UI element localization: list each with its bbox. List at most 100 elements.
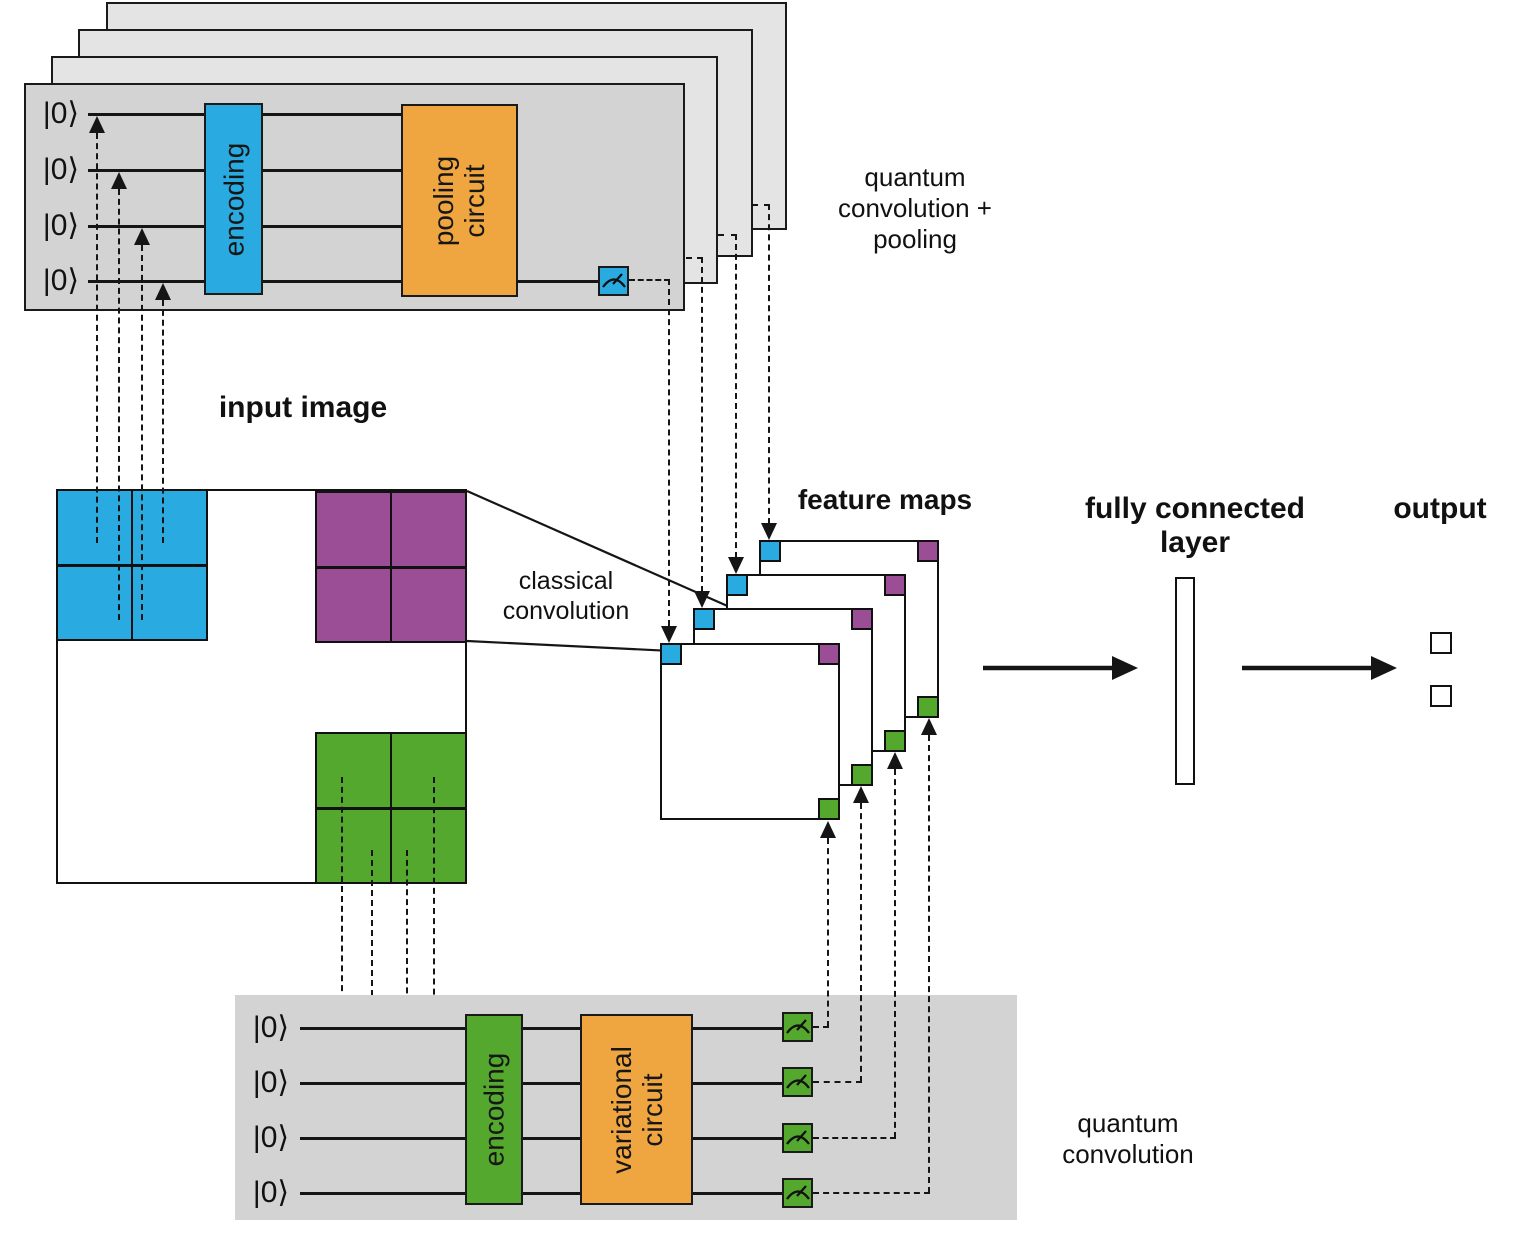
pixel-to-qubit-arrow	[118, 189, 120, 620]
feature-map-cell-purple	[818, 643, 840, 665]
pixel-to-qubit-arrow	[141, 245, 143, 620]
arrowhead-up	[820, 821, 836, 838]
pixel-to-qubit-arrow	[96, 133, 98, 543]
measurement-gauge-icon	[782, 1178, 813, 1208]
measurement-connector	[813, 1137, 896, 1139]
measurement-connector	[686, 257, 703, 259]
arrowhead-down	[728, 557, 744, 574]
top-qubit-label-2: |0⟩	[42, 153, 80, 186]
qubit-wire	[88, 225, 204, 228]
feature-map-cell-purple	[884, 574, 906, 596]
qubit-wire	[263, 225, 401, 228]
variational-circuit-gate: variational circuit	[580, 1014, 693, 1205]
feature-map-cell-green	[851, 764, 873, 786]
qubit-wire	[88, 113, 204, 116]
pixel-to-qubit-arrow	[341, 777, 343, 1011]
bottom-qubit-label-2: |0⟩	[252, 1066, 290, 1099]
variational-circuit-gate-label: variational circuit	[605, 1045, 668, 1174]
classical-convolution-caption: classical convolution	[502, 567, 630, 625]
measurement-connector	[813, 1026, 829, 1028]
qubit-wire	[263, 113, 401, 116]
input-image-title: input image	[218, 391, 388, 424]
output-node-2	[1430, 685, 1452, 707]
bottom-qubit-label-1: |0⟩	[252, 1011, 290, 1044]
patch-divider	[317, 566, 465, 569]
qubit-wire	[300, 1137, 465, 1140]
measurement-gauge-icon	[782, 1123, 813, 1153]
qubit-wire	[523, 1027, 580, 1030]
arrowhead-up	[155, 283, 171, 300]
pixel-to-qubit-arrow	[162, 300, 164, 543]
qubit-wire	[518, 280, 598, 283]
arrowhead-down	[661, 626, 677, 643]
measurement-connector	[718, 234, 737, 236]
measurement-gauge-icon	[598, 266, 629, 296]
encoding-gate-bottom: encoding	[465, 1014, 523, 1205]
bottom-qubit-label-4: |0⟩	[252, 1176, 290, 1209]
feature-map-cell-blue	[759, 540, 781, 562]
qubit-wire	[88, 280, 204, 283]
feature-map-cell-purple	[851, 608, 873, 630]
output-node-1	[1430, 632, 1452, 654]
measurement-connector	[813, 1192, 930, 1194]
pixel-to-qubit-arrow	[433, 777, 435, 1176]
input-patch-blue	[56, 489, 208, 641]
top-qubit-label-3: |0⟩	[42, 209, 80, 242]
qubit-wire	[693, 1137, 782, 1140]
qubit-wire	[523, 1192, 580, 1195]
feature-map-1	[660, 643, 840, 820]
measurement-connector	[668, 279, 670, 626]
measurement-connector	[827, 838, 829, 1027]
feature-map-cell-purple	[917, 540, 939, 562]
qubit-wire	[300, 1027, 465, 1030]
fully-connected-layer	[1175, 577, 1195, 785]
measurement-connector	[894, 769, 896, 1138]
top-circuit-panel	[24, 83, 685, 311]
arrowhead-up	[921, 718, 937, 735]
qubit-wire	[693, 1192, 782, 1195]
arrowhead-up	[111, 172, 127, 189]
measurement-connector	[860, 803, 862, 1082]
qubit-wire	[300, 1082, 465, 1085]
pooling-circuit-gate: pooling circuit	[401, 104, 518, 297]
top-qubit-label-4: |0⟩	[42, 264, 80, 297]
flow-arrow-to-fc	[983, 656, 1138, 680]
feature-map-cell-green	[884, 730, 906, 752]
measurement-connector	[701, 257, 703, 592]
feature-map-cell-green	[917, 696, 939, 718]
patch-divider	[58, 564, 206, 567]
fully-connected-title: fully connected layer	[1084, 492, 1306, 559]
output-title: output	[1393, 492, 1487, 525]
measurement-connector	[813, 1081, 862, 1083]
qubit-wire	[263, 169, 401, 172]
arrowhead-up	[134, 228, 150, 245]
bottom-qubit-label-3: |0⟩	[252, 1121, 290, 1154]
qubit-wire	[263, 280, 401, 283]
encoding-gate-bottom-label: encoding	[478, 1052, 510, 1167]
feature-map-cell-blue	[693, 608, 715, 630]
pixel-to-qubit-arrow	[371, 850, 373, 1066]
qubit-wire	[523, 1082, 580, 1085]
flow-arrow-to-output	[1242, 656, 1397, 680]
arrowhead-down	[694, 591, 710, 608]
quantum-convolution-caption: quantum convolution	[1062, 1108, 1194, 1169]
qubit-wire	[88, 169, 204, 172]
measurement-connector	[752, 204, 770, 206]
arrowhead-down	[761, 523, 777, 540]
qubit-wire	[693, 1027, 782, 1030]
qubit-wire	[523, 1137, 580, 1140]
input-patch-purple	[315, 491, 467, 643]
measurement-gauge-icon	[782, 1012, 813, 1042]
measurement-gauge-icon	[782, 1067, 813, 1097]
arrowhead-up	[853, 786, 869, 803]
measurement-connector	[928, 735, 930, 1193]
pixel-to-qubit-arrow	[406, 850, 408, 1121]
feature-maps-title: feature maps	[797, 484, 973, 515]
encoding-gate-top: encoding	[204, 103, 263, 295]
measurement-connector	[768, 204, 770, 524]
quantum-conv-pooling-caption: quantum convolution + pooling	[838, 162, 992, 254]
qubit-wire	[300, 1192, 465, 1195]
measurement-connector	[735, 234, 737, 558]
top-qubit-label-1: |0⟩	[42, 97, 80, 130]
